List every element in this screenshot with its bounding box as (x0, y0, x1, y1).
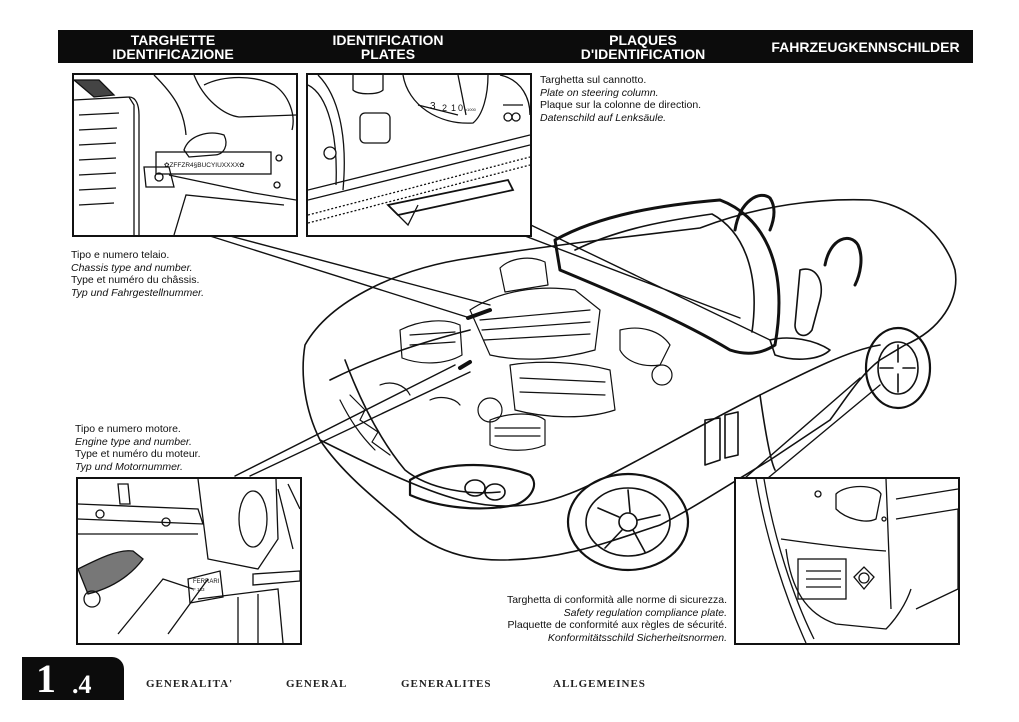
engine-number-drawing: FERRARI F 133 (78, 479, 300, 643)
caption-english: Safety regulation compliance plate. (563, 606, 727, 619)
caption-italian: Targhetta di conformità alle norme di si… (506, 594, 727, 606)
engine-number-inset: FERRARI F 133 (76, 477, 302, 645)
caption-french: Plaque sur la colonne de direction. (540, 99, 702, 112)
gauge-unit-label: x1000 (465, 107, 477, 112)
caption-french: Type et numéro du châssis. (71, 274, 200, 287)
safety-plate-caption: Targhetta di conformità alle norme di si… (507, 594, 727, 644)
section-major: 1 (36, 656, 56, 701)
gauge-number-2: 2 (442, 103, 447, 113)
compliance-plate (797, 558, 847, 600)
caption-italian: Targhetta sul cannotto. (540, 74, 647, 86)
caption-italian: Tipo e numero telaio. (71, 249, 170, 261)
section-minor: .4 (72, 670, 92, 699)
header-line: PLAQUES (609, 31, 677, 48)
engine-plate (187, 570, 224, 604)
caption-german: Typ und Motornummer. (75, 460, 183, 473)
steering-column-caption: Targhetta sul cannotto. Plate on steerin… (540, 74, 701, 124)
gauge-number-3: 3 (430, 101, 436, 112)
header-title-english: IDENTIFICATION PLATES (313, 30, 463, 63)
caption-german: Konformitätsschild Sicherheitsnormen. (547, 631, 727, 644)
chassis-plate (155, 151, 272, 175)
header-title-french: PLAQUES D'IDENTIFICATION (563, 30, 723, 63)
header-line: FAHRZEUGKENNSCHILDER (771, 38, 960, 55)
chassis-plate-text: ✿ZFFZR4§BUCYIUXXXX✿ (164, 162, 245, 169)
caption-english: Engine type and number. (75, 435, 192, 448)
header-line: TARGHETTE (130, 31, 216, 48)
safety-plate-inset (734, 477, 960, 645)
header-line: IDENTIFICAZIONE (112, 45, 234, 62)
header-line: D'IDENTIFICATION (580, 45, 706, 62)
caption-german: Typ und Fahrgestellnummer. (71, 286, 205, 299)
engine-plate-brand: FERRARI (193, 579, 220, 585)
safety-plate-drawing (755, 479, 958, 643)
header-title-german: FAHRZEUGKENNSCHILDER (763, 30, 968, 63)
caption-english: Plate on steering column. (540, 86, 659, 99)
gauge-number-0: 0 (458, 103, 463, 113)
steering-column-drawing: 3 2 1 0 x1000 (308, 75, 530, 227)
header-title-italian: TARGHETTE IDENTIFICAZIONE (98, 30, 248, 63)
gauge-number-1: 1 (451, 103, 456, 113)
footer-label-italian: GENERALITA' (146, 678, 234, 690)
engine-leader-line (234, 364, 471, 477)
footer-label-german: ALLGEMEINES (553, 678, 646, 690)
chassis-plate-inset: ✿ZFFZR4§BUCYIUXXXX✿ (72, 73, 298, 237)
caption-german: Datenschild auf Lenksäule. (540, 111, 667, 124)
engine-bay (339, 257, 673, 456)
engine-plate-code: F 133 (193, 587, 205, 592)
header-line: PLATES (360, 45, 416, 62)
section-number-badge: 1 .4 (22, 657, 124, 700)
footer-label-english: GENERAL (286, 678, 348, 690)
header-bar: TARGHETTE IDENTIFICAZIONE IDENTIFICATION… (58, 30, 973, 63)
safety-leader-line (744, 377, 881, 479)
chassis-leader-line (209, 235, 491, 319)
footer-label-french: GENERALITES (401, 678, 492, 690)
caption-italian: Tipo e numero motore. (75, 423, 181, 435)
header-line: IDENTIFICATION (332, 31, 444, 48)
caption-french: Plaquette de conformité aux règles de sé… (507, 619, 727, 632)
caption-french: Type et numéro du moteur. (75, 448, 201, 461)
caption-english: Chassis type and number. (71, 261, 193, 274)
engine-caption: Tipo e numero motore. Engine type and nu… (75, 423, 201, 473)
leader-lines (209, 214, 881, 479)
chassis-caption: Tipo e numero telaio. Chassis type and n… (71, 249, 204, 299)
chassis-plate-drawing: ✿ZFFZR4§BUCYIUXXXX✿ (74, 75, 296, 235)
steering-column-inset: 3 2 1 0 x1000 (306, 73, 532, 237)
